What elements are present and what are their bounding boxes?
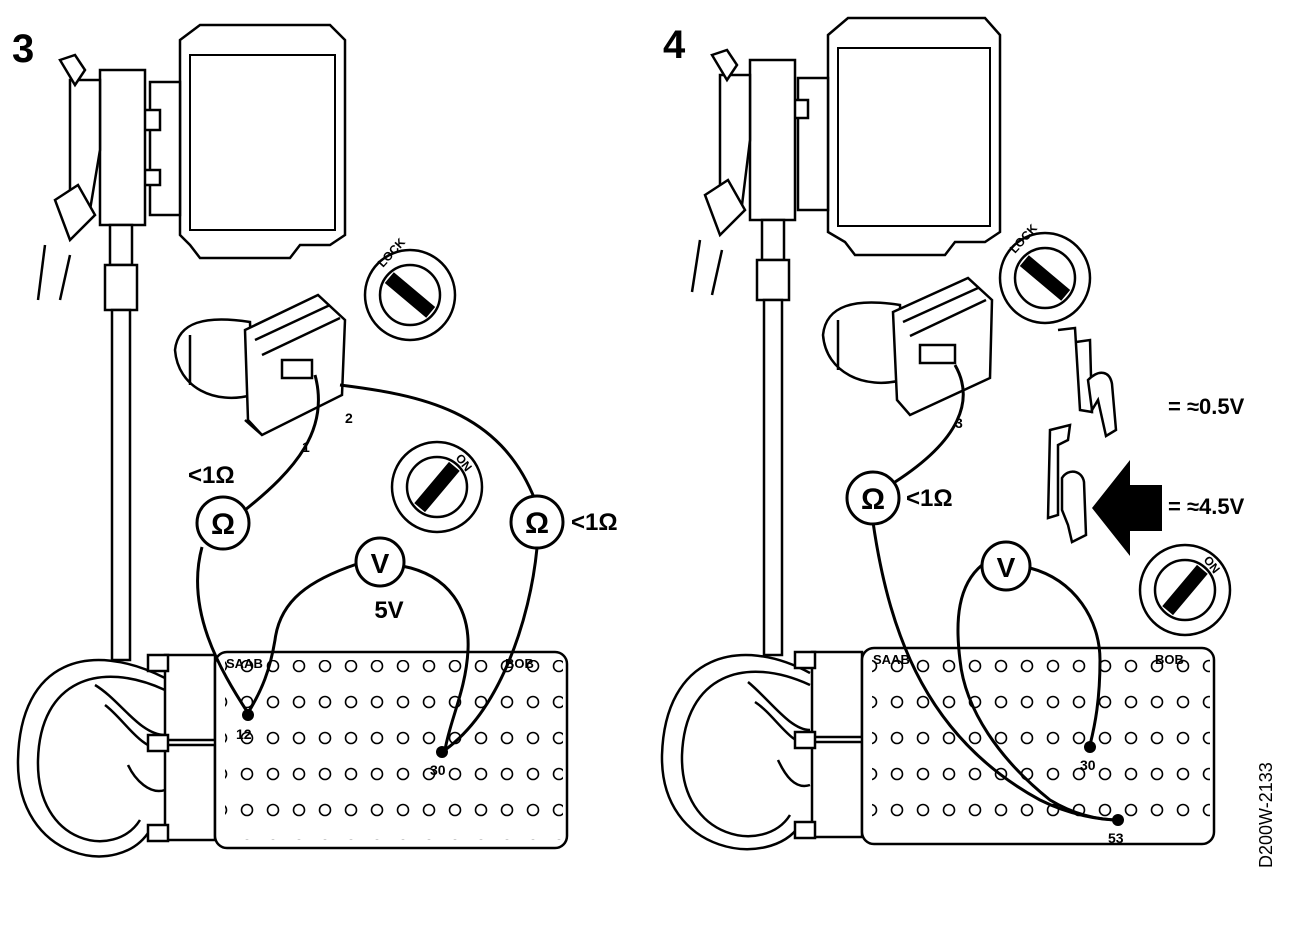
panel-4-breakout-box: SAAB BOB xyxy=(860,646,1216,846)
panel-4-ignition-lock: LOCK xyxy=(998,221,1092,325)
panel-3-pin-2: 2 xyxy=(345,410,353,426)
panel-3-pin-12-dot xyxy=(242,709,254,721)
figure-id: D200W-2133 xyxy=(1256,762,1276,868)
panel-4-bob-label-bob: BOB xyxy=(1155,652,1184,667)
panel-4-ohmmeter: Ω xyxy=(845,470,901,526)
panel-4-test-leads xyxy=(871,364,1121,822)
panel-4: 4 xyxy=(660,16,1245,851)
panel-3-pin-12: 12 xyxy=(236,726,252,742)
panel-3: 3 xyxy=(12,23,618,858)
panel-4-volt-symbol: V xyxy=(997,552,1016,583)
panel-4-pin-30: 30 xyxy=(1080,757,1096,773)
panel-3-bob-label-bob: BOB xyxy=(505,656,534,671)
panel-4-ohm-symbol: Ω xyxy=(861,483,885,516)
panel-3-cable-loop xyxy=(16,658,166,858)
panel-3-ohmmeter-right: Ω xyxy=(509,494,565,550)
panel-4-bob-label-saab: SAAB xyxy=(873,652,910,667)
panel-3-bob-plug xyxy=(146,653,217,843)
panel-3-ohm-right-symbol: Ω xyxy=(525,507,549,540)
panel-4-voltmeter: V xyxy=(980,540,1032,592)
panel-4-bob-plug xyxy=(793,650,864,840)
panel-4-pin-3: 3 xyxy=(955,415,963,431)
panel-4-pin-30-dot xyxy=(1084,741,1096,753)
panel-3-component-connector xyxy=(173,293,347,437)
panel-4-pin-53: 53 xyxy=(1108,830,1124,846)
panel-3-ohm-left-symbol: Ω xyxy=(211,508,235,541)
panel-4-ohm-value: <1Ω xyxy=(906,485,953,512)
panel-3-bob-label-saab: SAAB xyxy=(226,656,263,671)
panel-4-cable-loop xyxy=(660,653,811,851)
panel-4-ignition-on: ON xyxy=(1138,543,1232,637)
panel-3-ohm-left-value: <1Ω xyxy=(188,462,235,489)
panel-3-voltmeter: V xyxy=(354,536,406,588)
panel-3-ignition-lock: LOCK xyxy=(363,235,457,342)
panel-4-pin-53-dot xyxy=(1112,814,1124,826)
panel-4-number: 4 xyxy=(663,23,686,67)
panel-3-ohm-right-value: <1Ω xyxy=(571,509,618,536)
panel-3-control-unit xyxy=(36,23,347,301)
panel-4-switch-pressed xyxy=(1046,423,1088,544)
panel-4-released-value: = ≈0.5V xyxy=(1168,394,1245,419)
panel-4-switch-released xyxy=(1057,326,1118,438)
panel-3-number: 3 xyxy=(12,27,34,71)
panel-3-pin-1: 1 xyxy=(302,439,310,455)
panel-4-control-unit xyxy=(690,16,1002,296)
panel-4-harness-cable xyxy=(755,218,791,657)
panel-3-pin-30: 30 xyxy=(430,762,446,778)
panel-4-press-arrow-icon xyxy=(1092,460,1162,556)
panel-4-pressed-value: = ≈4.5V xyxy=(1168,494,1245,519)
panel-4-component-connector xyxy=(821,276,994,417)
panel-3-ignition-on: ON xyxy=(390,440,484,534)
panel-3-harness-cable xyxy=(103,223,139,662)
panel-3-volt-symbol: V xyxy=(371,548,390,579)
panel-3-breakout-box: SAAB BOB xyxy=(213,650,569,850)
panel-3-pin-30-dot xyxy=(436,746,448,758)
panel-3-test-leads xyxy=(196,374,539,752)
panel-3-ohmmeter-left: Ω xyxy=(195,495,251,551)
panel-3-volt-value: 5V xyxy=(374,597,403,624)
